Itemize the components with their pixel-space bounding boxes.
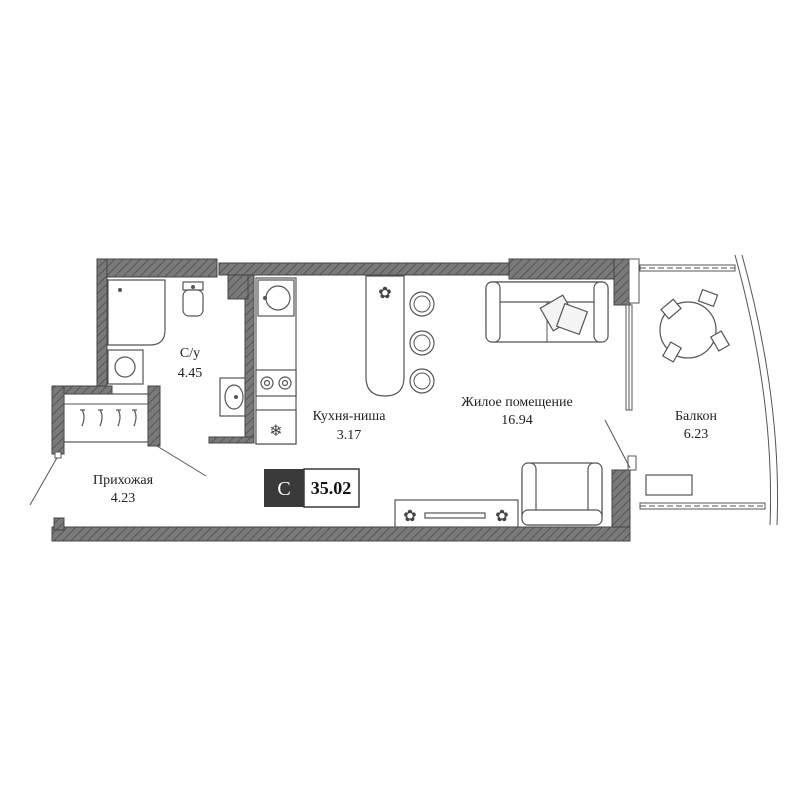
tv-stand: ✿ ✿: [394, 499, 519, 528]
kitchen-area: 3.17: [337, 428, 362, 443]
wall-right-column-top: [613, 258, 631, 306]
wall-column-kitchen: [227, 274, 249, 300]
walls: [51, 258, 631, 542]
washing-machine: [107, 349, 144, 385]
bathroom-name: С/у: [180, 346, 200, 361]
wall-top-right: [508, 258, 630, 280]
wall-bottom: [51, 526, 631, 542]
balcony-table: [659, 288, 731, 363]
balcony-door: [625, 304, 637, 471]
balcony-area: 6.23: [684, 427, 709, 442]
door-lines: [29, 419, 631, 506]
room-labels: С/у 4.45 Прихожая 4.23 Кухня-ниша 3.17 Ж…: [93, 346, 718, 506]
balcony-outline: [639, 254, 779, 526]
plant-icon: ✿: [403, 506, 416, 525]
wall-entry-stub: [53, 517, 65, 531]
living-area: 16.94: [501, 413, 533, 428]
hallway-wardrobe: [63, 393, 149, 443]
total-area-badge: С 35.02: [264, 468, 360, 508]
wall-bathroom-left: [96, 258, 108, 388]
hallway-area: 4.23: [111, 491, 136, 506]
balcony-name: Балкон: [675, 409, 717, 424]
plant-icon: ✿: [495, 506, 508, 525]
wall-hallway-left-vertical: [51, 385, 65, 455]
bathroom-area: 4.45: [178, 366, 203, 381]
total-area-value: 35.02: [311, 478, 352, 498]
apartment-type-letter: С: [277, 478, 290, 500]
bathroom-fixtures: [107, 279, 246, 417]
kitchen-name: Кухня-ниша: [313, 409, 387, 424]
shower: [107, 279, 166, 346]
sofa: [485, 281, 609, 343]
wall-hallway-closet-bottom: [147, 385, 161, 447]
armchair: [521, 462, 603, 526]
ac-unit: [645, 474, 693, 496]
hallway-name: Прихожая: [93, 473, 154, 488]
wall-bathroom-right: [244, 274, 255, 442]
living-name: Жилое помещение: [461, 395, 572, 410]
wall-top-bathroom: [96, 258, 218, 278]
bar-counter: ✿: [365, 275, 435, 397]
kitchen-counter: ❄: [255, 277, 297, 445]
snowflake-icon: ❄: [269, 421, 282, 440]
top-window: [628, 258, 640, 304]
wall-bathroom-bottom: [208, 436, 255, 444]
plant-icon: ✿: [378, 283, 391, 302]
fridge: [255, 409, 297, 445]
wall-top-main: [218, 262, 510, 276]
